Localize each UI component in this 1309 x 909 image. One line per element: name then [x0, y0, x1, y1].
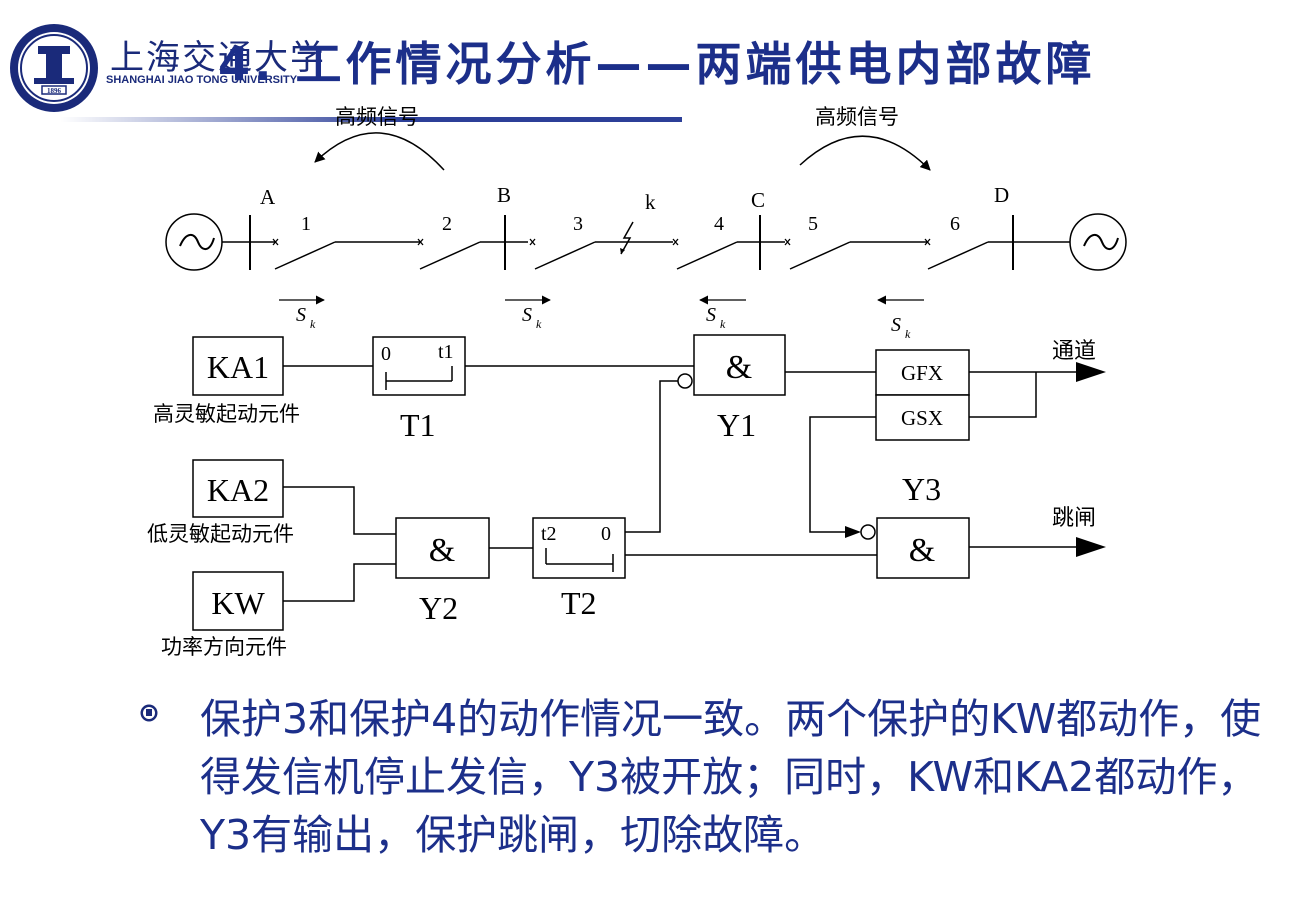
kw-block: KW: [192, 571, 284, 631]
y3-gate: &: [860, 517, 970, 579]
bullet-logo-icon: [140, 704, 158, 722]
svg-text:k: k: [720, 317, 726, 331]
ka2-block: KA2: [192, 459, 284, 518]
svg-text:&: &: [429, 532, 455, 569]
trip-arrow-icon: [1076, 537, 1106, 557]
bus-label-b: B: [497, 183, 511, 207]
svg-text:S: S: [706, 304, 716, 326]
y1-label: Y1: [717, 407, 756, 443]
svg-text:KA2: KA2: [207, 472, 269, 508]
svg-text:KA1: KA1: [207, 349, 269, 385]
gfx-block: GFX: [875, 349, 970, 396]
hf-signal-label-right: 高频信号: [815, 105, 899, 129]
svg-text:&: &: [909, 532, 935, 569]
svg-text:t2: t2: [541, 523, 557, 545]
svg-text:0: 0: [601, 523, 611, 545]
hf-signal-arc-left: [314, 132, 445, 171]
svg-text:t1: t1: [438, 341, 454, 363]
breaker-label-5: 5: [808, 213, 818, 235]
bus-label-a: A: [260, 185, 276, 209]
hf-signal-arc-right: [799, 135, 931, 171]
protection-diagram: 高频信号 高频信号: [147, 105, 1127, 659]
t2-label: T2: [561, 585, 597, 621]
generator-right: [1069, 213, 1127, 271]
fault-label: k: [645, 190, 656, 214]
breaker-label-1: 1: [301, 213, 311, 235]
title-underline: [60, 117, 682, 122]
gsx-block: GSX: [875, 394, 970, 441]
ka2-description: 低灵敏起动元件: [147, 522, 294, 546]
breaker-label-2: 2: [442, 213, 452, 235]
y2-gate: &: [395, 517, 490, 579]
svg-text:k: k: [536, 317, 542, 331]
svg-text:GSX: GSX: [901, 406, 943, 430]
channel-label: 通道: [1052, 339, 1096, 364]
slide-title: 4. 工作情况分析——两端供电内部故障: [218, 37, 1096, 91]
gsx-to-y3-arrow-icon: [845, 526, 861, 538]
kw-description: 功率方向元件: [161, 635, 287, 659]
svg-text:k: k: [905, 327, 911, 341]
sk-label-2: S k: [522, 304, 542, 331]
svg-text:S: S: [296, 304, 306, 326]
breaker-marks: [272, 238, 931, 246]
logo-year: 1896: [47, 87, 62, 95]
svg-text:0: 0: [381, 343, 391, 365]
university-name-cn: 上海交通大学: [110, 38, 326, 78]
breaker-label-4: 4: [714, 213, 724, 235]
svg-text:GFX: GFX: [901, 361, 943, 385]
y1-gate: &: [677, 334, 786, 396]
sk-label-3: S k: [706, 304, 726, 331]
bus-label-c: C: [751, 188, 765, 212]
transmission-line: [222, 241, 1070, 270]
logic-wiring: [283, 365, 1078, 602]
bus-label-d: D: [994, 183, 1009, 207]
sk-label-4: S k: [891, 314, 911, 341]
bullet-text: 保护3和保护4的动作情况一致。两个保护的KW都动作，使得发信机停止发信，Y3被开…: [200, 695, 1262, 859]
fault-lightning-icon: [620, 221, 634, 255]
y2-label: Y2: [419, 590, 458, 626]
t1-label: T1: [400, 407, 436, 443]
svg-text:S: S: [522, 304, 532, 326]
sk-label-1: S k: [296, 304, 316, 331]
ka1-description: 高灵敏起动元件: [153, 402, 300, 426]
svg-text:S: S: [891, 314, 901, 336]
university-name-en: SHANGHAI JIAO TONG UNIVERSITY: [106, 74, 298, 86]
breaker-label-3: 3: [573, 213, 583, 235]
generator-left: [165, 213, 223, 271]
breaker-label-6: 6: [950, 213, 960, 235]
t2-block: t2 0: [532, 517, 626, 579]
ka1-block: KA1: [192, 336, 284, 396]
channel-arrow-icon: [1076, 362, 1106, 382]
t1-block: 0 t1: [372, 336, 466, 396]
hf-signal-label-left: 高频信号: [335, 105, 419, 129]
bus-bars: [249, 215, 1014, 270]
slide-header: 1896 上海交通大学 SHANGHAI JIAO TONG UNIVERSIT…: [0, 0, 1309, 125]
trip-label: 跳闸: [1052, 506, 1096, 531]
y3-label: Y3: [902, 471, 941, 507]
university-logo: 1896: [10, 24, 98, 112]
svg-text:KW: KW: [211, 585, 265, 621]
svg-text:k: k: [310, 317, 316, 331]
svg-text:&: &: [726, 349, 752, 386]
